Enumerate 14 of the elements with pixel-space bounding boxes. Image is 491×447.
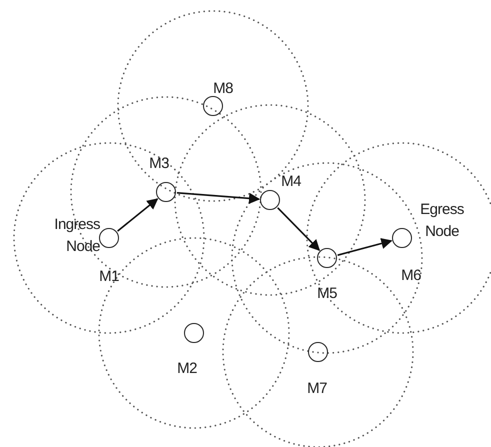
arrow: [176, 192, 260, 204]
node-label: M4: [280, 172, 302, 192]
node-label: M1: [98, 267, 120, 287]
node-label: M3: [148, 154, 170, 174]
node-label: M8: [212, 79, 234, 99]
node-label: M6: [400, 266, 422, 286]
arrow: [117, 198, 158, 232]
node-label: M5: [316, 284, 338, 304]
node-label: M7: [306, 379, 328, 399]
node-label: M2: [176, 359, 198, 379]
arrow: [337, 238, 392, 256]
arrow: [277, 207, 320, 251]
node-label: Ingress Node: [53, 215, 100, 257]
node-label: Egress Node: [419, 200, 465, 242]
